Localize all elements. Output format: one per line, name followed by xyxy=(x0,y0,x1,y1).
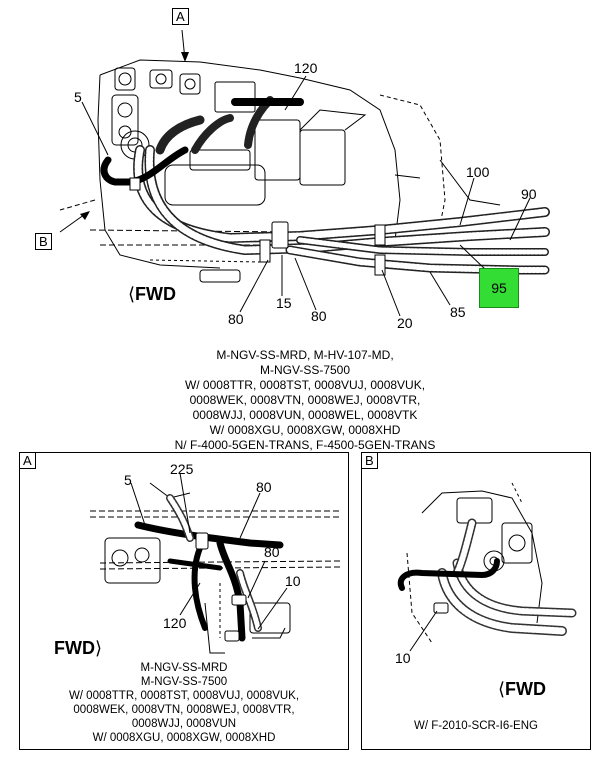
main-applicability-note: M-NGV-SS-MRD, M-HV-107-MD, M-NGV-SS-7500… xyxy=(140,348,470,453)
applicability-line: 0008WEK, 0008VTN, 0008WEJ, 0008VTR, xyxy=(73,704,295,716)
detail-a-fwd-indicator: FWD⟩ xyxy=(54,638,102,659)
applicability-line: 0008WEK, 0008VTN, 0008WEJ, 0008VTR, xyxy=(189,393,421,407)
detail-b-tag: B xyxy=(361,452,378,469)
detail-b-applicability-note: W/ F-2010-SCR-I6-ENG xyxy=(414,720,538,732)
callout-15: 15 xyxy=(276,295,292,311)
detail-a-callout-120: 120 xyxy=(163,615,187,631)
applicability-line: W/ 0008TTR, 0008TST, 0008VUJ, 0008VUK, xyxy=(68,690,300,702)
applicability-line: W/ 0008XGU, 0008XGW, 0008XHD xyxy=(92,732,276,744)
callout-100: 100 xyxy=(466,164,490,180)
detail-b-fwd-label: FWD xyxy=(505,679,547,699)
fwd-arrow-icon: ⟨ xyxy=(498,679,506,699)
fwd-direction-indicator: ⟨FWD xyxy=(128,284,176,305)
applicability-line: M-NGV-SS-MRD xyxy=(140,662,228,674)
applicability-line: M-NGV-SS-MRD, M-HV-107-MD, xyxy=(216,348,394,362)
detail-a-panel: A xyxy=(19,452,349,750)
fwd-arrow-icon: ⟩ xyxy=(94,638,103,658)
detail-b-illustration xyxy=(397,482,577,652)
fwd-arrow-icon: ⟨ xyxy=(128,284,136,304)
main-view-illustration xyxy=(59,29,550,317)
applicability-line: W/ 0008XGU, 0008XGW, 0008XHD xyxy=(209,423,401,437)
callout-80-left: 80 xyxy=(228,311,244,327)
callout-90: 90 xyxy=(521,186,537,202)
applicability-line: M-NGV-SS-7500 xyxy=(259,363,351,377)
detail-a-fwd-label: FWD xyxy=(54,638,95,658)
detail-b-fwd-indicator: ⟨FWD xyxy=(498,679,546,700)
applicability-line: 0008WJJ, 0008VUN xyxy=(131,718,237,730)
detail-a-callout-225: 225 xyxy=(170,461,194,477)
callout-20: 20 xyxy=(397,315,413,331)
detail-b-panel: B 10 ⟨FWD xyxy=(361,452,591,750)
callout-120: 120 xyxy=(294,60,318,76)
detail-a-callout-5: 5 xyxy=(124,472,132,488)
applicability-line: M-NGV-SS-7500 xyxy=(140,676,228,688)
view-b-reference-tag: B xyxy=(35,233,52,250)
detail-a-tag: A xyxy=(19,452,36,469)
detail-a-callout-80-lower: 80 xyxy=(264,544,280,560)
callout-95-highlight: 95 xyxy=(479,268,519,308)
detail-a-callout-80-upper: 80 xyxy=(256,479,272,495)
fwd-label: FWD xyxy=(135,284,177,304)
view-a-reference-tag: A xyxy=(172,8,189,25)
callout-85: 85 xyxy=(450,304,466,320)
applicability-line: W/ 0008TTR, 0008TST, 0008VUJ, 0008VUK, xyxy=(184,378,426,392)
applicability-line: 0008WJJ, 0008VUN, 0008WEL, 0008VTK xyxy=(192,408,418,422)
callout-5: 5 xyxy=(74,89,82,105)
detail-b-callout-10: 10 xyxy=(395,650,411,666)
applicability-line: N/ F-4000-5GEN-TRANS, F-4500-5GEN-TRANS xyxy=(174,438,436,452)
detail-a-callout-10: 10 xyxy=(285,573,301,589)
callout-80-right: 80 xyxy=(311,308,327,324)
callout-95: 95 xyxy=(491,280,507,296)
detail-a-illustration xyxy=(90,472,341,654)
detail-a-applicability-note: M-NGV-SS-MRD M-NGV-SS-7500 W/ 0008TTR, 0… xyxy=(20,661,348,745)
